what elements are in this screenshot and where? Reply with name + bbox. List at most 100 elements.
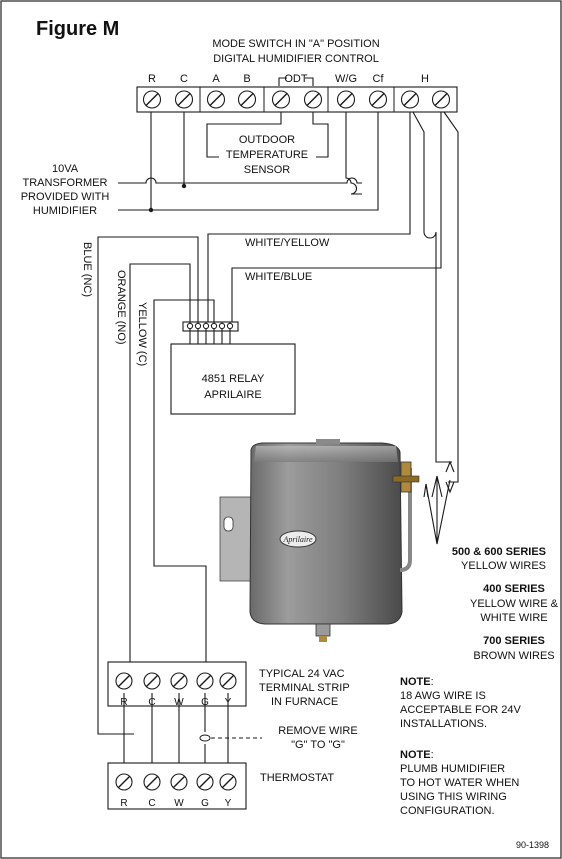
thermostat-terminal-label-w: W	[174, 798, 184, 809]
series-400-line-1: YELLOW WIRE &	[470, 598, 559, 610]
control-terminal-label-cf: Cf	[373, 73, 385, 85]
screw-slot	[145, 92, 159, 107]
screw-slot	[198, 674, 212, 688]
control-terminal-label-h: H	[421, 73, 429, 85]
wire-label-yellow-c: YELLOW (C)	[136, 302, 148, 366]
screw-slot	[221, 674, 235, 688]
white-yellow-wire	[207, 112, 411, 322]
screw-slot	[145, 674, 159, 688]
relay-terminal-dots	[186, 322, 234, 330]
series-400-line-2: WHITE WIRE	[480, 612, 547, 624]
wire-junction	[181, 183, 187, 189]
screw-slot	[306, 92, 320, 107]
relay-leads	[189, 322, 231, 344]
relay-label-line-2: APRILAIRE	[204, 389, 261, 401]
control-terminal-label-a: A	[212, 73, 220, 85]
note-1-heading: NOTE:	[400, 676, 434, 688]
relay-terminal	[186, 322, 194, 330]
humidifier-brand: Aprilaire	[282, 535, 312, 544]
screw-slot	[172, 775, 186, 789]
white-blue-wire	[231, 112, 442, 322]
transformer-wire-upper	[118, 177, 362, 184]
thermostat-terminal-label-y: Y	[225, 798, 232, 809]
screw-slot	[434, 92, 448, 107]
control-terminal-label-odt: ODT	[284, 73, 308, 85]
relay-terminal-strip	[182, 321, 239, 332]
control-screws	[142, 90, 451, 109]
sensor-label-line-1: OUTDOOR	[239, 134, 295, 146]
furnace-label-line-3: IN FURNACE	[271, 696, 338, 708]
note-2-heading: NOTE:	[400, 749, 434, 761]
relay-terminal	[194, 322, 202, 330]
wire-label-white-blue: WHITE/BLUE	[245, 271, 312, 283]
orange-no-wire	[129, 263, 191, 688]
wire-label-white-yellow: WHITE/YELLOW	[245, 237, 330, 249]
note-1-line-3: INSTALLATIONS.	[400, 718, 487, 730]
furnace-label-line-2: TERMINAL STRIP	[259, 682, 350, 694]
wire-break-marks	[445, 460, 455, 494]
header-line-1: MODE SWITCH IN "A" POSITION	[212, 38, 379, 50]
control-terminal-label-c: C	[180, 73, 188, 85]
transformer-label-line-4: HUMIDIFIER	[33, 205, 97, 217]
transformer-label-line-2: TRANSFORMER	[23, 177, 108, 189]
series-500-600-title: 500 & 600 SERIES	[452, 546, 546, 558]
screw-slot	[117, 775, 131, 789]
screw-slot	[198, 775, 212, 789]
furnace-screws	[115, 672, 237, 690]
remove-wire-label-line-2: "G" TO "G"	[291, 739, 345, 751]
transformer-wire-lower	[118, 112, 379, 211]
screw-slot	[145, 775, 159, 789]
control-terminal-label-r: R	[148, 73, 156, 85]
thermostat-terminal-label-g: G	[201, 798, 209, 809]
series-700-title: 700 SERIES	[483, 635, 545, 647]
header-line-2: DIGITAL HUMIDIFIER CONTROL	[213, 53, 379, 65]
removed-wire-marker	[199, 734, 211, 742]
note-2-line-3: USING THIS WIRING	[400, 791, 507, 803]
note-1-line-2: ACCEPTABLE FOR 24V	[400, 704, 521, 716]
remove-wire-label-line-1: REMOVE WIRE	[278, 725, 357, 737]
screw-slot	[172, 674, 186, 688]
odt-bracket	[278, 77, 314, 86]
screw-slot	[177, 92, 191, 107]
sensor-label-line-2: TEMPERATURE	[226, 149, 308, 161]
furnace-thermostat-wires	[123, 693, 229, 763]
thermostat-screws	[115, 773, 237, 791]
furnace-label-line-1: TYPICAL 24 VAC	[259, 668, 345, 680]
humidifier-wire-2	[443, 111, 459, 483]
relay-terminal	[218, 322, 226, 330]
relay-box	[170, 343, 296, 415]
control-terminal-label-b: B	[243, 73, 250, 85]
relay-terminal	[210, 322, 218, 330]
humidifier-wire-1	[412, 111, 452, 463]
control-terminal-label-wg: W/G	[335, 73, 357, 85]
series-400-title: 400 SERIES	[483, 583, 545, 595]
screw-slot	[403, 92, 417, 107]
thermostat-terminal-label-c: C	[148, 798, 155, 809]
sensor-label-line-3: SENSOR	[244, 164, 291, 176]
figure-title: Figure M	[36, 18, 119, 40]
wire-junction	[148, 207, 154, 213]
note-2-line-4: CONFIGURATION.	[400, 805, 495, 817]
humidifier-unit: Aprilaire	[219, 439, 420, 642]
screw-slot	[240, 92, 254, 107]
series-500-600-line-1: YELLOW WIRES	[461, 560, 546, 572]
relay-terminal	[226, 322, 234, 330]
series-700-line-1: BROWN WIRES	[473, 650, 554, 662]
thermostat-label: THERMOSTAT	[260, 772, 334, 784]
screw-slot	[117, 674, 131, 688]
odt-sensor-wire-right	[312, 112, 329, 158]
relay-terminal	[202, 322, 210, 330]
note-1-line-1: 18 AWG WIRE IS	[400, 690, 486, 702]
screw-slot	[371, 92, 385, 107]
series-pointer-lines	[425, 476, 451, 545]
wire-label-blue-nc: BLUE (NC)	[81, 242, 93, 297]
odt-sensor-wire-left	[206, 112, 282, 158]
screw-slot	[209, 92, 223, 107]
relay-label-line-1: 4851 RELAY	[202, 373, 265, 385]
transformer-label-line-3: PROVIDED WITH	[21, 191, 110, 203]
note-2-line-1: PLUMB HUMIDIFIER	[400, 763, 505, 775]
yellow-c-wire	[153, 299, 215, 688]
